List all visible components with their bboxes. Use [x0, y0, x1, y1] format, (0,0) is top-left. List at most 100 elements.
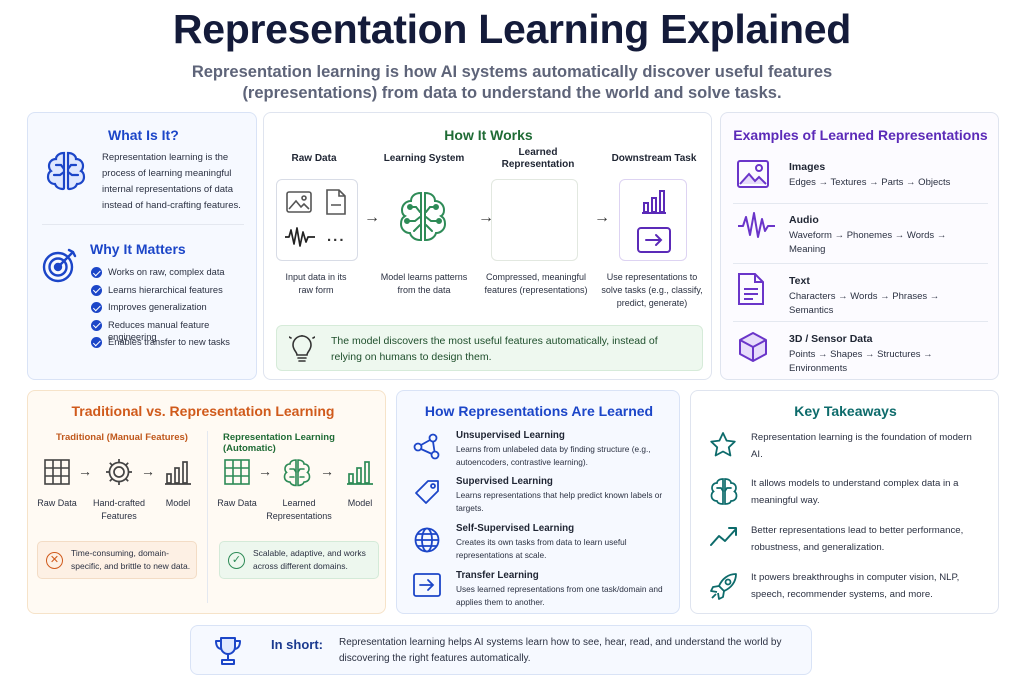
section-divider — [42, 224, 244, 225]
how-it-works-title: How It Works — [444, 127, 533, 143]
example-name: Text — [789, 275, 810, 287]
what-is-it-title: What Is It? — [108, 127, 179, 143]
brain-icon — [46, 151, 86, 191]
check-icon — [91, 319, 102, 331]
takeaway-text: Better representations lead to better pe… — [751, 525, 964, 553]
column-divider — [207, 431, 208, 603]
step-caption-downstream-task: Use representations to solve tasks (e.g.… — [601, 272, 703, 308]
waveform-icon — [737, 212, 775, 245]
cube-icon — [737, 331, 769, 368]
why-item: Enables transfer to new tasks — [108, 337, 230, 347]
check-icon — [91, 284, 102, 296]
star-icon — [709, 431, 737, 464]
method-desc: Uses learned representations from one ta… — [456, 584, 663, 607]
step-caption-raw-data: Input data in its raw form — [285, 272, 347, 295]
takeaway-text: Representation learning is the foundatio… — [751, 432, 972, 460]
rep-label-learned: Learned Representations — [266, 498, 332, 521]
close-circle-icon: ✕ — [46, 552, 63, 569]
section-divider — [733, 263, 988, 264]
takeaway-text: It allows models to understand complex d… — [751, 478, 959, 506]
example-desc: Edges → Textures → Parts → Objects — [789, 177, 951, 188]
example-name: 3D / Sensor Data — [789, 333, 873, 345]
in-short-banner: In short: Representation learning helps … — [190, 625, 812, 675]
example-name: Images — [789, 161, 826, 173]
step-heading-downstream-task: Downstream Task — [611, 153, 697, 164]
why-item: Reduces manual feature engineering — [108, 319, 210, 342]
rep-label-model: Model — [347, 498, 373, 508]
what-is-it-text: Representation learning is the process o… — [102, 152, 241, 211]
traditional-heading: Traditional (Manual Features) — [56, 432, 188, 443]
document-icon — [737, 273, 765, 310]
how-learned-title: How Representations Are Learned — [424, 403, 654, 419]
insight-callout: The model discovers the most useful feat… — [276, 325, 703, 371]
in-short-text: Representation learning helps AI systems… — [339, 637, 782, 664]
waveform-icon — [285, 227, 315, 247]
flow-arrow: → — [594, 209, 610, 226]
gear-icon — [106, 459, 132, 485]
takeaways-card: Key Takeaways Representation learning is… — [690, 390, 999, 614]
bar-chart-icon — [165, 461, 191, 485]
trend-up-icon — [709, 524, 739, 553]
step-caption-learning-system: Model learns patterns from the data — [380, 272, 468, 295]
examples-title: Examples of Learned Representations — [733, 127, 988, 143]
brain-circuit-icon — [399, 191, 447, 241]
trad-label-model: Model — [165, 498, 191, 508]
grid-table-icon — [224, 459, 250, 485]
insight-text: The model discovers the most useful feat… — [331, 335, 658, 363]
transfer-icon — [637, 227, 671, 253]
why-item: Learns hierarchical features — [108, 284, 223, 295]
tag-icon — [413, 479, 441, 512]
raw-data-box: ... — [276, 179, 358, 261]
takeaways-title: Key Takeaways — [794, 403, 897, 419]
method-name: Unsupervised Learning — [456, 430, 565, 441]
representation-grid-box — [491, 179, 578, 261]
why-item: Works on raw, complex data — [108, 267, 225, 277]
trad-label-hand-crafted: Hand-crafted Features — [92, 498, 146, 521]
how-it-works-card: How It Works Raw Data Learning System Le… — [263, 112, 835, 380]
traditional-vs-card: Traditional vs. Representation Learning … — [27, 390, 386, 614]
why-item: Improves generalization — [108, 302, 207, 312]
method-desc: Learns from unlabeled data by finding st… — [456, 444, 651, 467]
flow-arrow: → — [78, 463, 92, 479]
example-name: Audio — [789, 214, 819, 226]
flow-arrow: → — [141, 463, 155, 479]
check-icon — [91, 302, 102, 313]
traditional-vs-title: Traditional vs. Representation Learning — [71, 403, 335, 419]
target-icon — [42, 248, 77, 283]
step-caption-learned-representation: Compressed, meaningful features (represe… — [484, 272, 588, 295]
flow-arrow: → — [364, 209, 380, 226]
check-icon — [91, 267, 102, 278]
grid-table-icon — [44, 459, 70, 485]
method-name: Self-Supervised Learning — [456, 523, 575, 534]
network-icon — [413, 433, 441, 466]
traditional-note-text: Time-consuming, domain-specific, and bri… — [71, 548, 191, 571]
representation-note-text: Scalable, adaptive, and works across dif… — [253, 548, 366, 571]
step-heading-raw-data: Raw Data — [291, 153, 337, 164]
bar-chart-icon — [642, 190, 666, 214]
section-divider — [733, 203, 988, 204]
transfer-icon — [413, 573, 441, 602]
page-title: Representation Learning Explained — [172, 6, 852, 52]
image-icon — [286, 191, 312, 213]
section-divider — [733, 321, 988, 322]
how-learned-card: How Representations Are Learned Unsuperv… — [396, 390, 680, 614]
image-icon — [737, 159, 769, 194]
flow-arrow: → — [320, 463, 334, 479]
flow-arrow: → — [258, 463, 272, 479]
method-desc: Creates its own tasks from data to learn… — [456, 537, 627, 560]
page-subtitle: Representation learning is how AI system… — [191, 63, 833, 102]
examples-card: Examples of Learned Representations Imag… — [720, 112, 999, 380]
method-desc: Learns representations that help predict… — [456, 490, 663, 513]
lightbulb-icon — [289, 335, 315, 362]
trophy-icon — [215, 637, 241, 665]
traditional-note: ✕ Time-consuming, domain-specific, and b… — [37, 541, 197, 579]
example-desc: Waveform → Phonemes → Words → Meaning — [789, 230, 947, 255]
downstream-task-box — [619, 179, 687, 261]
check-circle-icon: ✓ — [228, 552, 245, 569]
example-desc: Points → Shapes → Structures → Environme… — [789, 349, 933, 374]
check-icon — [91, 337, 102, 348]
trad-label-raw-data: Raw Data — [37, 498, 77, 508]
representation-heading: Representation Learning (Automatic) — [223, 432, 335, 454]
example-desc: Characters → Words → Phrases → Semantics — [789, 291, 940, 316]
in-short-label: In short: — [271, 637, 323, 652]
